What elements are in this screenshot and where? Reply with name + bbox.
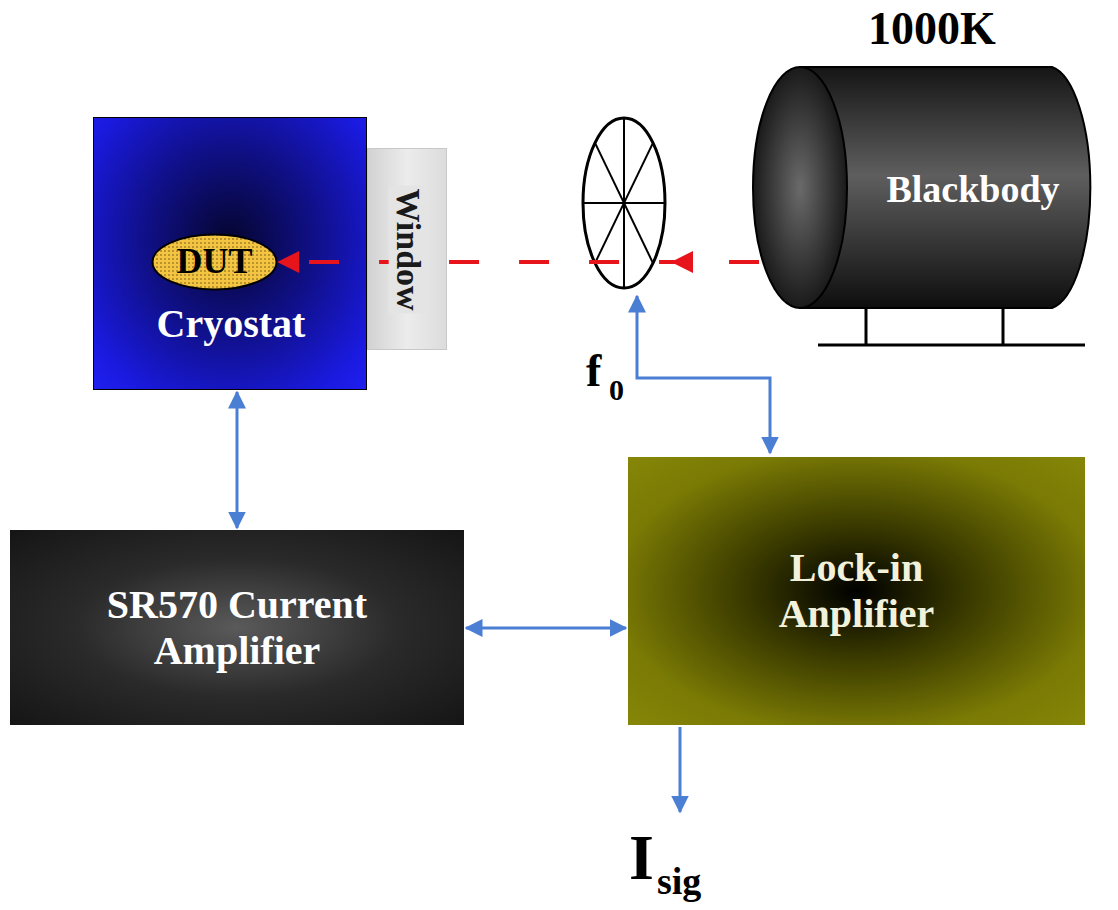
text-holder: 1000K (772, 0, 1092, 59)
reference-wire (637, 296, 770, 453)
label-holder: f (586, 348, 601, 394)
output-wire (679, 727, 682, 812)
cryostat-label: Cryostat (157, 301, 306, 347)
label-holder: I (629, 826, 654, 890)
lock-in-box: Lock-in Anplifier (628, 457, 1085, 725)
lock-in-label: Lock-in Anplifier (727, 545, 987, 637)
signal-subscript: sig (657, 862, 701, 900)
window-pane: Window (367, 148, 447, 350)
chopper-wheel (583, 118, 665, 288)
cryostat-box: Cryostat DUT (93, 117, 367, 390)
blackbody-label: Blackbody (886, 168, 1059, 212)
window-label: Window (388, 186, 427, 314)
text-holder: Blackbody (848, 160, 1098, 220)
label-holder: sig (657, 862, 701, 900)
frequency-subscript: 0 (609, 375, 624, 405)
radiation-beam (279, 260, 759, 264)
chopper-spoke (595, 143, 653, 263)
label-holder: 0 (609, 375, 624, 405)
text-holder: Cryostat (94, 296, 368, 352)
text-holder: DUT (151, 233, 278, 291)
signal-link (236, 392, 239, 528)
blackbody-cylinder: 1000KBlackbody (752, 65, 1098, 310)
text-holder: Lock-in Anplifier (628, 457, 1085, 725)
signal-link (466, 627, 626, 630)
blackbody-stand (818, 308, 1085, 345)
text-holder: SR570 Current Amplifier (10, 530, 464, 725)
signal-symbol: I (629, 826, 654, 890)
dut-ellipse: DUT (151, 233, 278, 291)
frequency-symbol: f (586, 348, 601, 394)
dut-label: DUT (176, 241, 252, 282)
temperature-label: 1000K (868, 3, 996, 56)
amplifier-label: SR570 Current Amplifier (22, 582, 452, 674)
text-holder: Window (368, 149, 448, 351)
current-amplifier-box: SR570 Current Amplifier (10, 530, 464, 725)
